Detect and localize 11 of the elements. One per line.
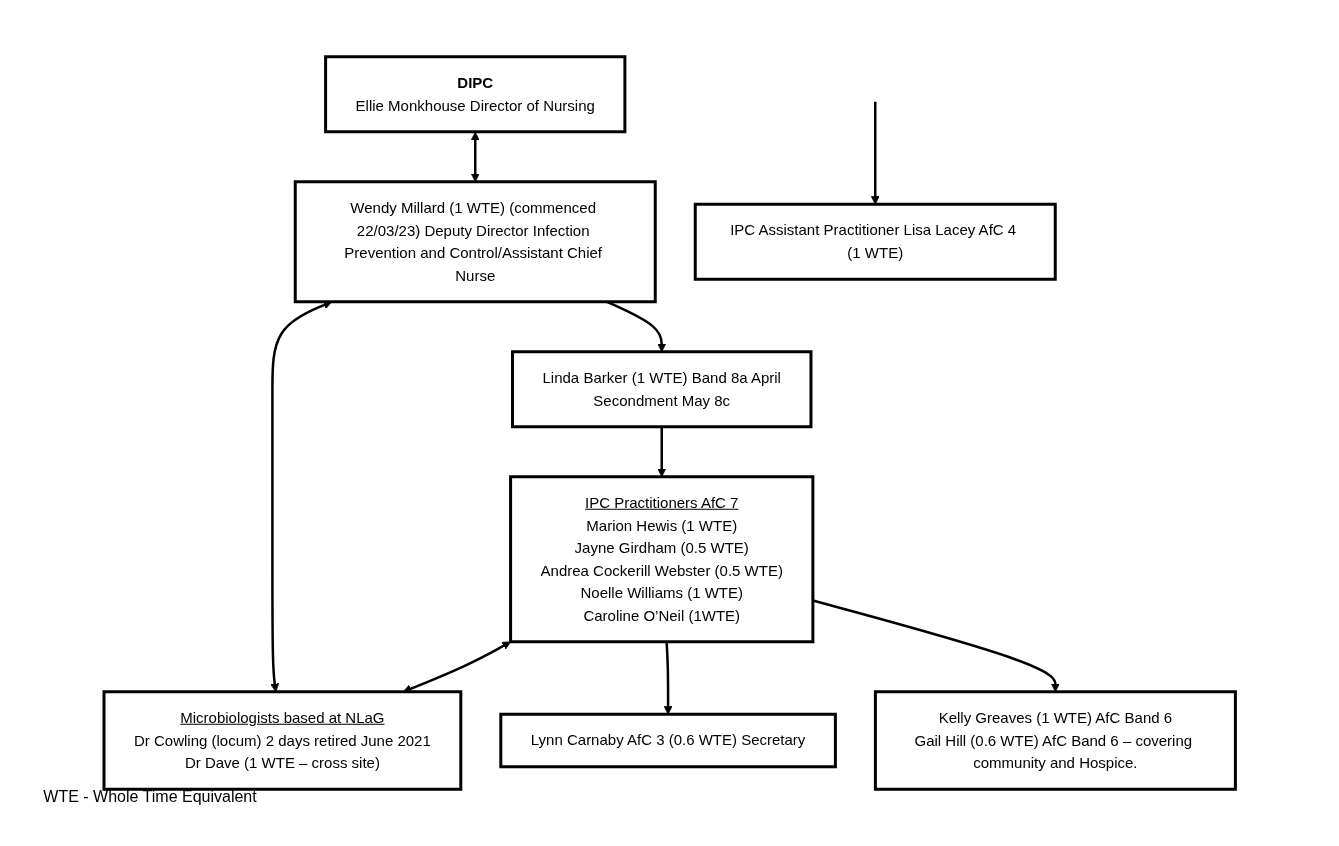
- node-box: DIPC Ellie Monkhouse Director of Nursing: [323, 55, 627, 134]
- node-box: Lynn Carnaby AfC 3 (0.6 WTE) Secretary: [499, 712, 837, 769]
- node-box: IPC Assistant Practitioner Lisa Lacey AfC 4 (1 WTE): [693, 202, 1057, 281]
- node-box: Wendy Millard (1 WTE) (commenced 22/03/23) Deputy Director Infection Prevention and Control/Assistant Chief Nurse: [293, 180, 657, 304]
- node-box: Microbiologists based at NLaG Dr Cowling (locum) 2 days retired June 2021 Dr Dave (1 WTE – cross site): [102, 690, 463, 791]
- note-text: WTE - Whole Time Equivalent: [42, 788, 258, 806]
- node-box: Kelly Greaves (1 WTE) AfC Band 6 Gail Hill (0.6 WTE) AfC Band 6 – covering community and Hospice.: [873, 690, 1237, 791]
- node-box: Linda Barker (1 WTE) Band 8a April Secondment May 8c: [510, 350, 813, 429]
- arrow: [870, 101, 880, 205]
- node-box: IPC Practitioners AfC 7 Marion Hewis (1 WTE) Jayne Girdham (0.5 WTE) Andrea Cockerill Webster (0.5 WTE) Noelle Williams (1 WTE) Caroline O’Neil (1WTE): [508, 475, 815, 644]
- arrow: [663, 641, 673, 715]
